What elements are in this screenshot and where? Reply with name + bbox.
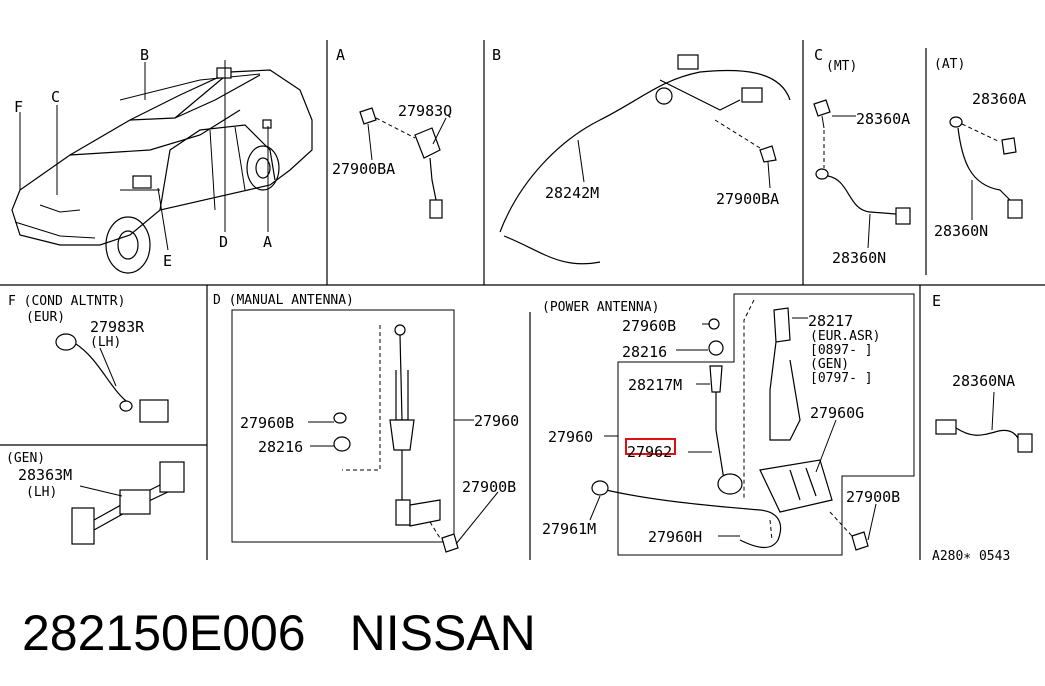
part-label-27900ba-a: 27900BA	[332, 160, 395, 178]
overview-letter-c: C	[51, 88, 60, 106]
parts-diagram: F C B D E A A 27983Q 27900BA B 28242M 27…	[0, 40, 1045, 564]
part-label-28217: 28217	[808, 312, 853, 330]
section-f-strap	[55, 333, 169, 423]
part-footer: 282150E006 NISSAN	[22, 598, 536, 668]
part-label-27960b-power: 27960B	[622, 317, 676, 335]
part-label-27900ba-b: 27900BA	[716, 190, 779, 208]
section-c-mt: (MT)	[826, 59, 857, 74]
overview-letter-e: E	[163, 252, 172, 270]
part-label-27983r: 27983R	[90, 318, 145, 336]
overview-letter-f: F	[14, 98, 23, 116]
note-gen: (GEN)	[810, 357, 849, 372]
part-label-28360na: 28360NA	[952, 372, 1015, 390]
section-a-letter: A	[336, 46, 345, 64]
overview-letter-b: B	[140, 46, 149, 64]
part-label-27960-power: 27960	[548, 428, 593, 446]
section-c-at: (AT)	[934, 57, 965, 72]
part-label-28242m: 28242M	[545, 184, 599, 202]
part-label-28216-power: 28216	[622, 343, 667, 361]
note-gen-date: [0797- ]	[810, 371, 873, 386]
part-label-28217m: 28217M	[628, 376, 682, 394]
part-label-28216-manual: 28216	[258, 438, 303, 456]
part-label-27961m: 27961M	[542, 520, 596, 538]
section-f-eur: (EUR)	[26, 310, 65, 325]
part-label-27960b-manual: 27960B	[240, 414, 294, 432]
part-label-28363m: 28363M	[18, 466, 72, 484]
manual-antenna-frame	[231, 309, 455, 543]
part-label-27960h: 27960H	[648, 528, 702, 546]
brand-name: NISSAN	[349, 605, 536, 661]
power-antenna-frame	[617, 293, 915, 556]
highlight-box	[625, 438, 676, 455]
part-label-27900b-power: 27900B	[846, 488, 900, 506]
panel-dividers	[0, 40, 1045, 560]
car-overview	[11, 60, 313, 274]
diagram-code: A280∗ 0543	[932, 549, 1010, 564]
section-e-letter: E	[932, 292, 941, 310]
part-label-27960g: 27960G	[810, 404, 864, 422]
note-eur-asr: (EUR.ASR)	[810, 329, 880, 344]
overview-letter-a: A	[263, 233, 272, 251]
manual-antenna-title: D (MANUAL ANTENNA)	[213, 293, 354, 308]
note-eur-date: [0897- ]	[810, 343, 873, 358]
section-b-letter: B	[492, 46, 501, 64]
overview-letter-d: D	[219, 233, 228, 251]
part-label-27983q: 27983Q	[398, 102, 452, 120]
part-label-27960-manual: 27960	[474, 412, 519, 430]
part-label-28360a-at: 28360A	[972, 90, 1026, 108]
section-c-straps	[813, 99, 1023, 249]
section-f-gen-lh: (LH)	[26, 485, 57, 500]
part-label-28360n-mt: 28360N	[832, 249, 886, 267]
section-f-gen-harness	[71, 461, 185, 545]
part-label-27962: 27962	[627, 443, 672, 461]
manual-antenna-parts	[308, 324, 499, 553]
section-f-lh: (LH)	[90, 335, 121, 350]
section-a-harness	[359, 107, 447, 219]
power-antenna-parts	[589, 299, 877, 551]
section-f-title: F (COND ALTNTR)	[8, 294, 125, 309]
section-f-gen: (GEN)	[6, 451, 45, 466]
section-c-letter: C	[814, 46, 823, 64]
section-b-harness	[499, 54, 791, 265]
part-number: 282150E006	[22, 605, 306, 661]
part-label-28360a-mt: 28360A	[856, 110, 910, 128]
section-e-harness	[935, 391, 1033, 453]
part-label-27900b-manual: 27900B	[462, 478, 516, 496]
part-label-28360n-at: 28360N	[934, 222, 988, 240]
power-antenna-title: (POWER ANTENNA)	[542, 300, 659, 315]
